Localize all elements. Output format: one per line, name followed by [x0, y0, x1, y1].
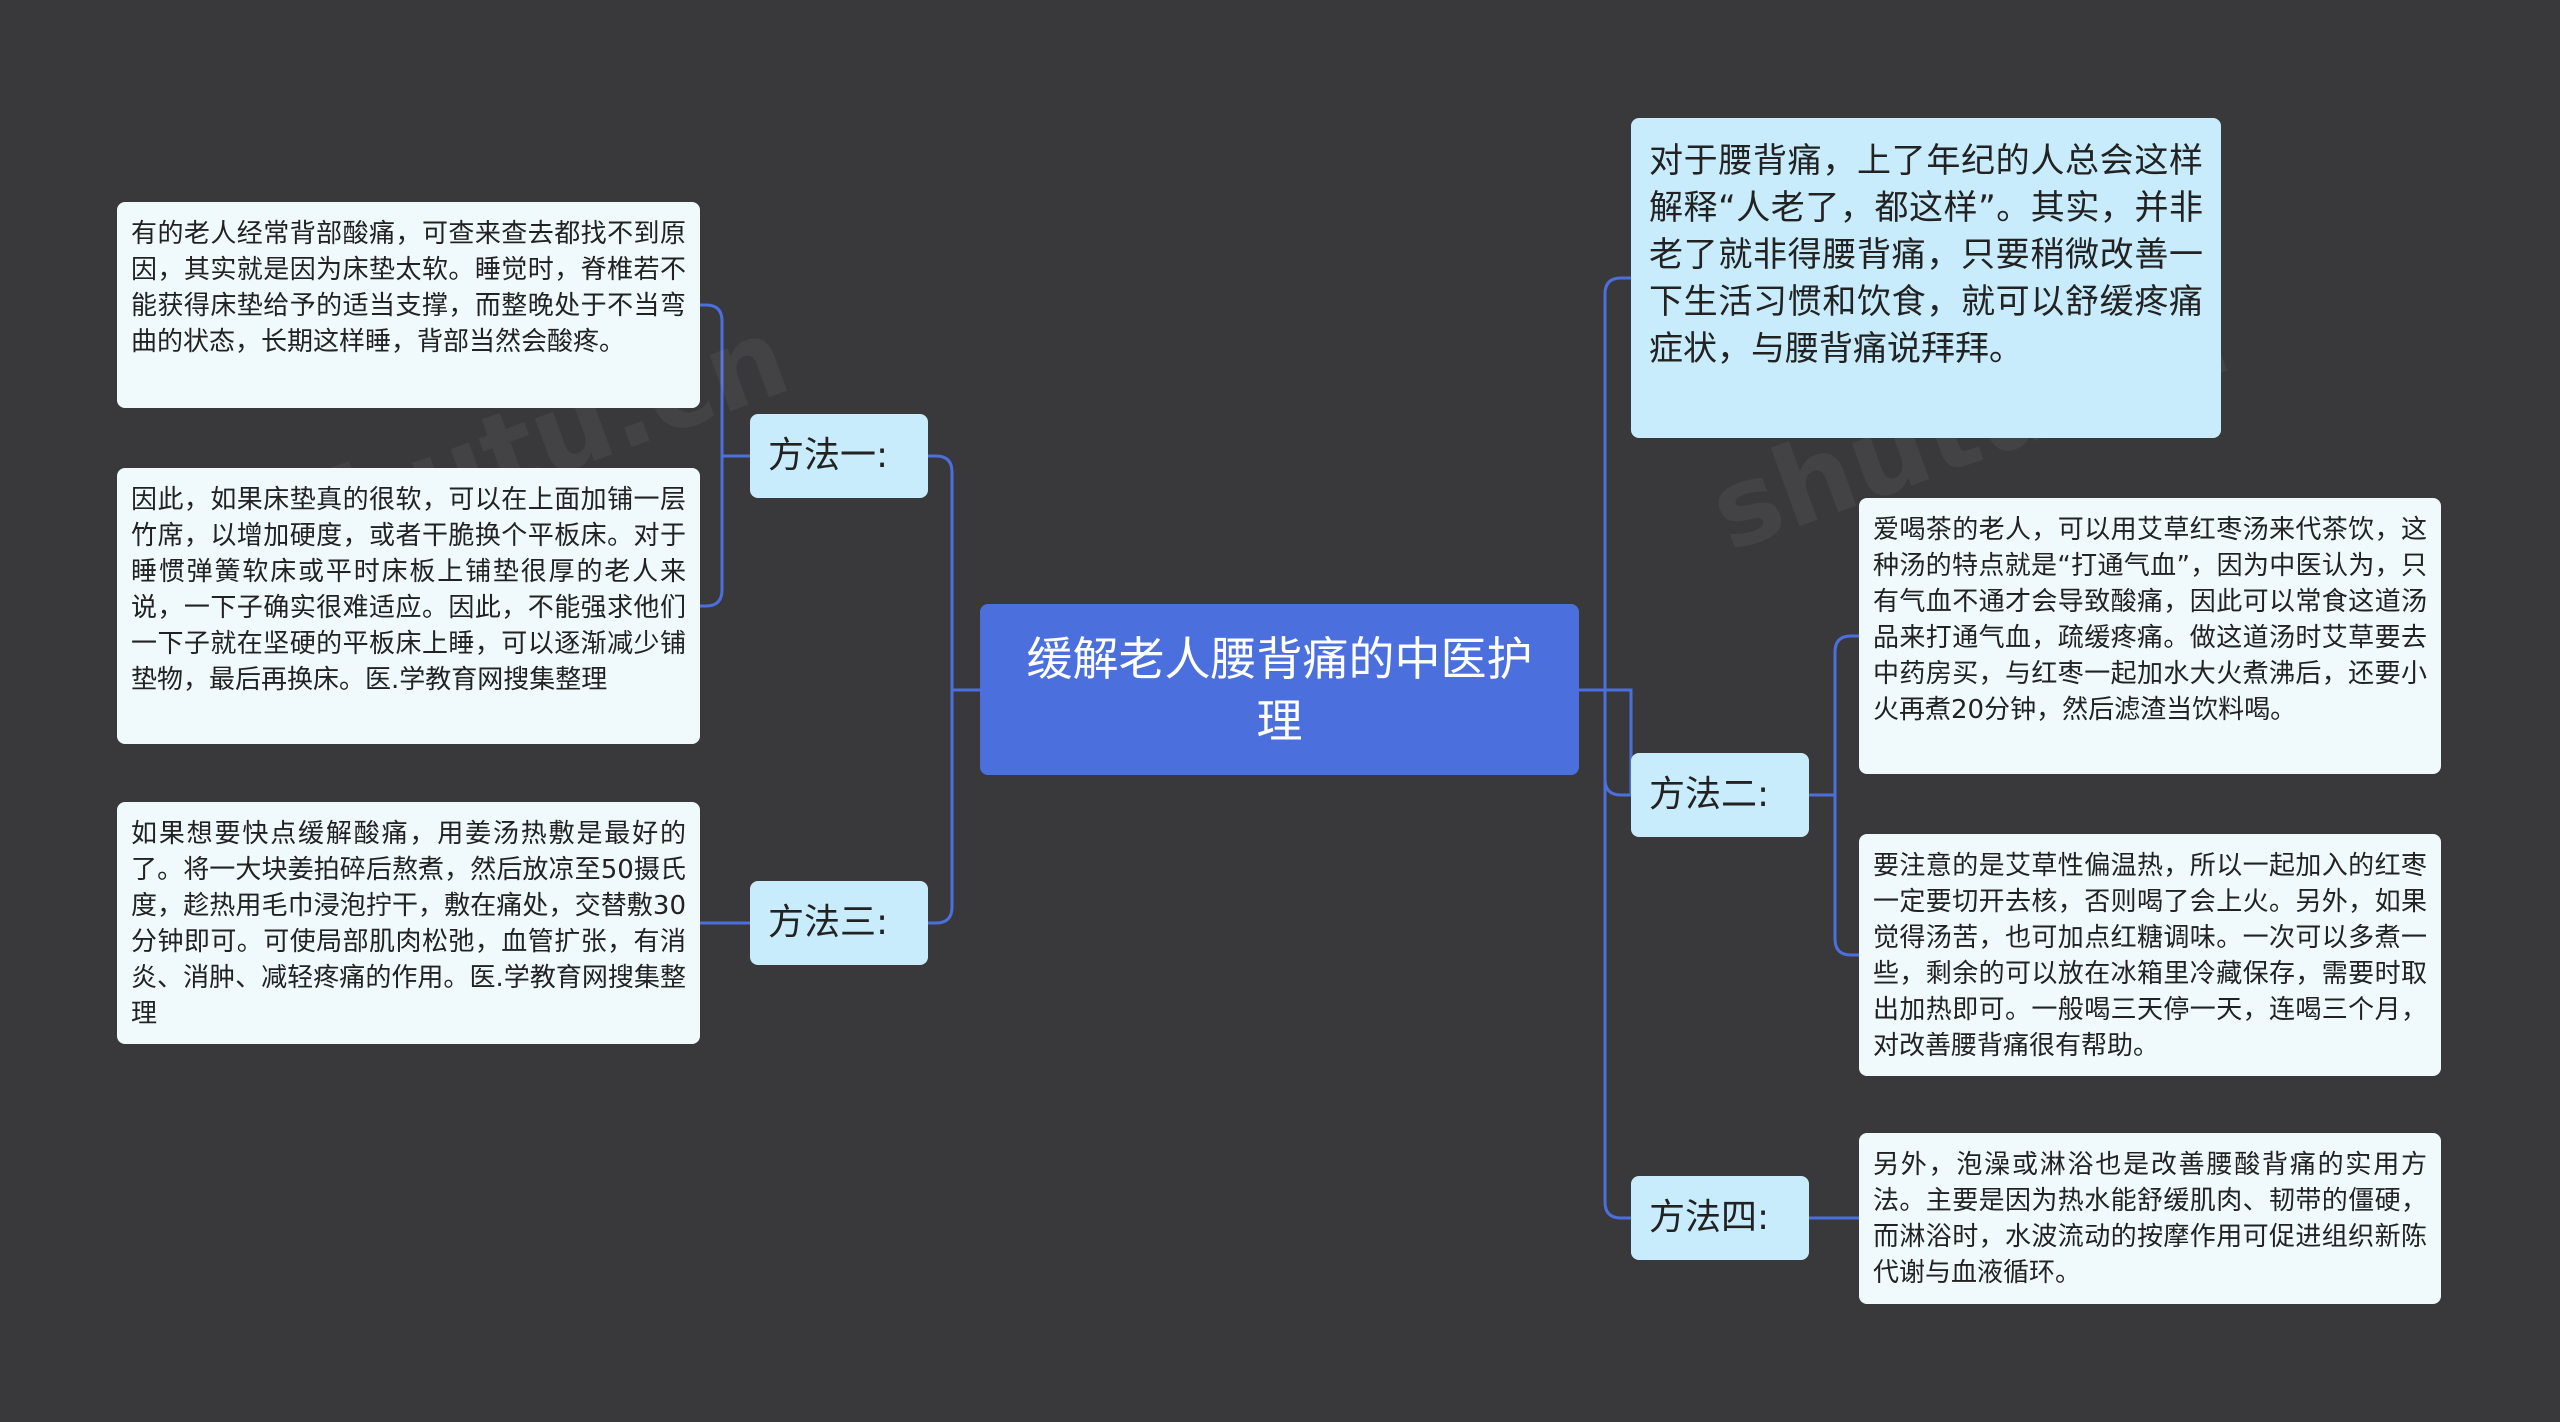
- branch-label: 方法四:: [1649, 1197, 1770, 1238]
- leaf-method2-tea[interactable]: 爱喝茶的老人，可以用艾草红枣汤来代茶饮，这种汤的特点就是“打通气血”，因为中医认…: [1859, 498, 2441, 774]
- intro-topic[interactable]: 对于腰背痛，上了年纪的人总会这样解释“人老了，都这样”。其实，并非老了就非得腰背…: [1631, 118, 2221, 438]
- connector-root-method3: [926, 688, 982, 925]
- branch-method2[interactable]: 方法二:: [1631, 753, 1809, 837]
- connector-root-method4: [1603, 688, 1633, 1220]
- root-topic[interactable]: 缓解老人腰背痛的中医护理: [980, 604, 1579, 775]
- connector-root-method2b: [1603, 688, 1633, 797]
- leaf-method4-bath[interactable]: 另外，泡澡或淋浴也是改善腰酸背痛的实用方法。主要是因为热水能舒缓肌肉、韧带的僵硬…: [1859, 1133, 2441, 1304]
- leaf-method3-ginger[interactable]: 如果想要快点缓解酸痛，用姜汤热敷是最好的了。将一大块姜拍碎后熬煮，然后放凉至50…: [117, 802, 700, 1044]
- leaf-method1-bed[interactable]: 因此，如果床垫真的很软，可以在上面加铺一层竹席，以增加硬度，或者干脆换个平板床。…: [117, 468, 700, 744]
- branch-label: 方法一:: [768, 435, 889, 476]
- connector-root-method1: [926, 454, 982, 692]
- connector-root-intro: [1577, 276, 1633, 692]
- branch-method1[interactable]: 方法一:: [750, 414, 928, 498]
- leaf-method1-mattress[interactable]: 有的老人经常背部酸痛，可查来查去都找不到原因，其实就是因为床垫太软。睡觉时，脊椎…: [117, 202, 700, 408]
- root-title: 缓解老人腰背痛的中医护理: [1026, 631, 1533, 748]
- branch-label: 方法二:: [1649, 774, 1770, 815]
- branch-method4[interactable]: 方法四:: [1631, 1176, 1809, 1260]
- leaf-method2-caution[interactable]: 要注意的是艾草性偏温热，所以一起加入的红枣一定要切开去核，否则喝了会上火。另外，…: [1859, 834, 2441, 1076]
- connector-method2-leaf1: [1807, 634, 1861, 797]
- connector-method1-leaf2: [698, 454, 752, 608]
- connector-method2-leaf2: [1807, 793, 1861, 957]
- branch-label: 方法三:: [768, 902, 889, 943]
- connector-method1-leaf1: [698, 303, 752, 458]
- branch-method3[interactable]: 方法三:: [750, 881, 928, 965]
